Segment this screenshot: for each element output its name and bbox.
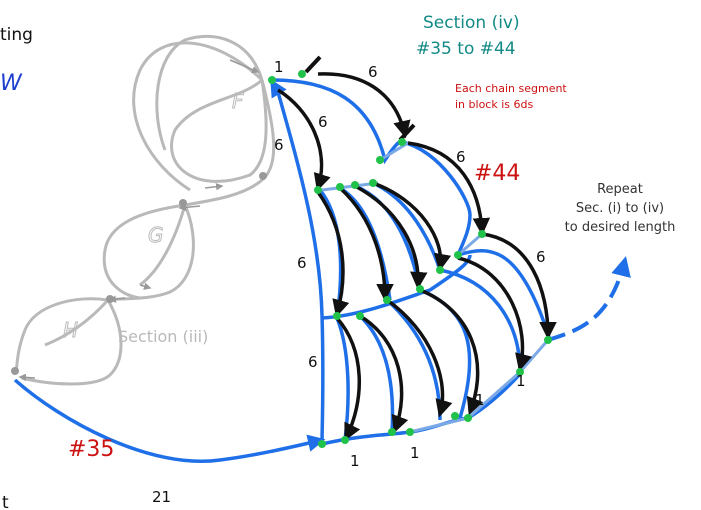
count-one-c: 1 xyxy=(475,391,485,409)
top-blue-arc xyxy=(271,78,404,165)
grey-nodes xyxy=(11,172,267,375)
tick-marks xyxy=(304,55,416,142)
section-iv-title: Section (iv) xyxy=(423,13,520,33)
note-line-1: Each chain segment xyxy=(455,82,567,95)
arc-col3 xyxy=(354,184,428,290)
arc-left-upper-6 xyxy=(277,88,331,192)
section-iii-petals xyxy=(13,34,276,386)
count-one-d: 1 xyxy=(516,372,526,390)
left-foundation-chain xyxy=(276,91,325,445)
petal-f-right-loop xyxy=(184,79,276,207)
arc-col2 xyxy=(338,186,394,302)
arc-low5 xyxy=(457,256,533,372)
cut-text-top-left: ting xyxy=(0,25,33,45)
lower-blue-0 xyxy=(335,317,350,441)
count-one-a: 1 xyxy=(350,452,360,470)
petal-f-label: F xyxy=(232,89,244,113)
lower-blue-4 xyxy=(439,268,522,373)
petal-h-right xyxy=(21,299,123,386)
continuation-dashed xyxy=(547,256,631,342)
section-iii-label: Section (iii) xyxy=(118,327,208,346)
cut-text-left-italic: W xyxy=(0,71,23,96)
repeat-line-1: Repeat xyxy=(597,182,643,197)
arc-top-6 xyxy=(317,72,411,139)
petal-f-top-loop xyxy=(155,34,264,151)
arc-low4 xyxy=(419,288,484,416)
count-lower-left-six: 6 xyxy=(308,353,318,371)
count-one-top: 1 xyxy=(274,58,284,76)
count-mid-right-six: 6 xyxy=(456,148,466,166)
upper-blue-arc xyxy=(401,140,472,256)
count-right-six: 6 xyxy=(536,248,546,266)
marker-end: #44 xyxy=(474,161,520,186)
arc-low1 xyxy=(335,316,361,442)
petal-g-inner xyxy=(139,204,187,287)
petal-f-inner-loop xyxy=(170,78,268,183)
green-stitch-dots xyxy=(268,70,552,448)
chain-21 xyxy=(13,378,326,463)
bottom-blue-row xyxy=(321,370,524,446)
petal-h-label: H xyxy=(63,318,78,342)
count-left-six: 6 xyxy=(297,254,307,272)
section-iv-range: #35 to #44 xyxy=(416,39,516,59)
arc-col4 xyxy=(372,181,452,272)
note-line-2: in block is 6ds xyxy=(455,98,533,111)
petal-g-right xyxy=(104,204,195,302)
marker-start: #35 xyxy=(68,437,114,462)
petal-h-inner xyxy=(44,298,110,347)
count-upper-six-b: 6 xyxy=(274,136,284,154)
count-one-b: 1 xyxy=(410,444,420,462)
repeat-line-2: Sec. (i) to (iv) xyxy=(576,201,664,216)
black-arcs xyxy=(277,72,557,442)
cut-text-bottom-left: t xyxy=(2,493,9,510)
lower-blue-1 xyxy=(358,314,395,433)
petal-g-label: G xyxy=(148,223,164,247)
count-bottom: 21 xyxy=(152,488,171,506)
arc-right-6 xyxy=(481,232,557,340)
right-blue-chain xyxy=(457,248,552,341)
petal-g-left xyxy=(102,203,186,300)
stitch-counts: 6 6 6 6 6 6 6 1 1 1 1 1 21 xyxy=(152,58,546,506)
petal-h-left xyxy=(13,297,109,374)
arc-upper-right-6 xyxy=(407,141,491,236)
inner-blue-2 xyxy=(354,184,422,291)
arc-low3 xyxy=(385,298,453,418)
petal-f-outer-loop xyxy=(132,41,264,192)
count-upper-six-a: 6 xyxy=(318,113,328,131)
repeat-line-3: to desired length xyxy=(565,220,676,235)
arc-col1 xyxy=(316,190,350,318)
count-top-six: 6 xyxy=(368,63,378,81)
arc-low2 xyxy=(359,314,409,434)
